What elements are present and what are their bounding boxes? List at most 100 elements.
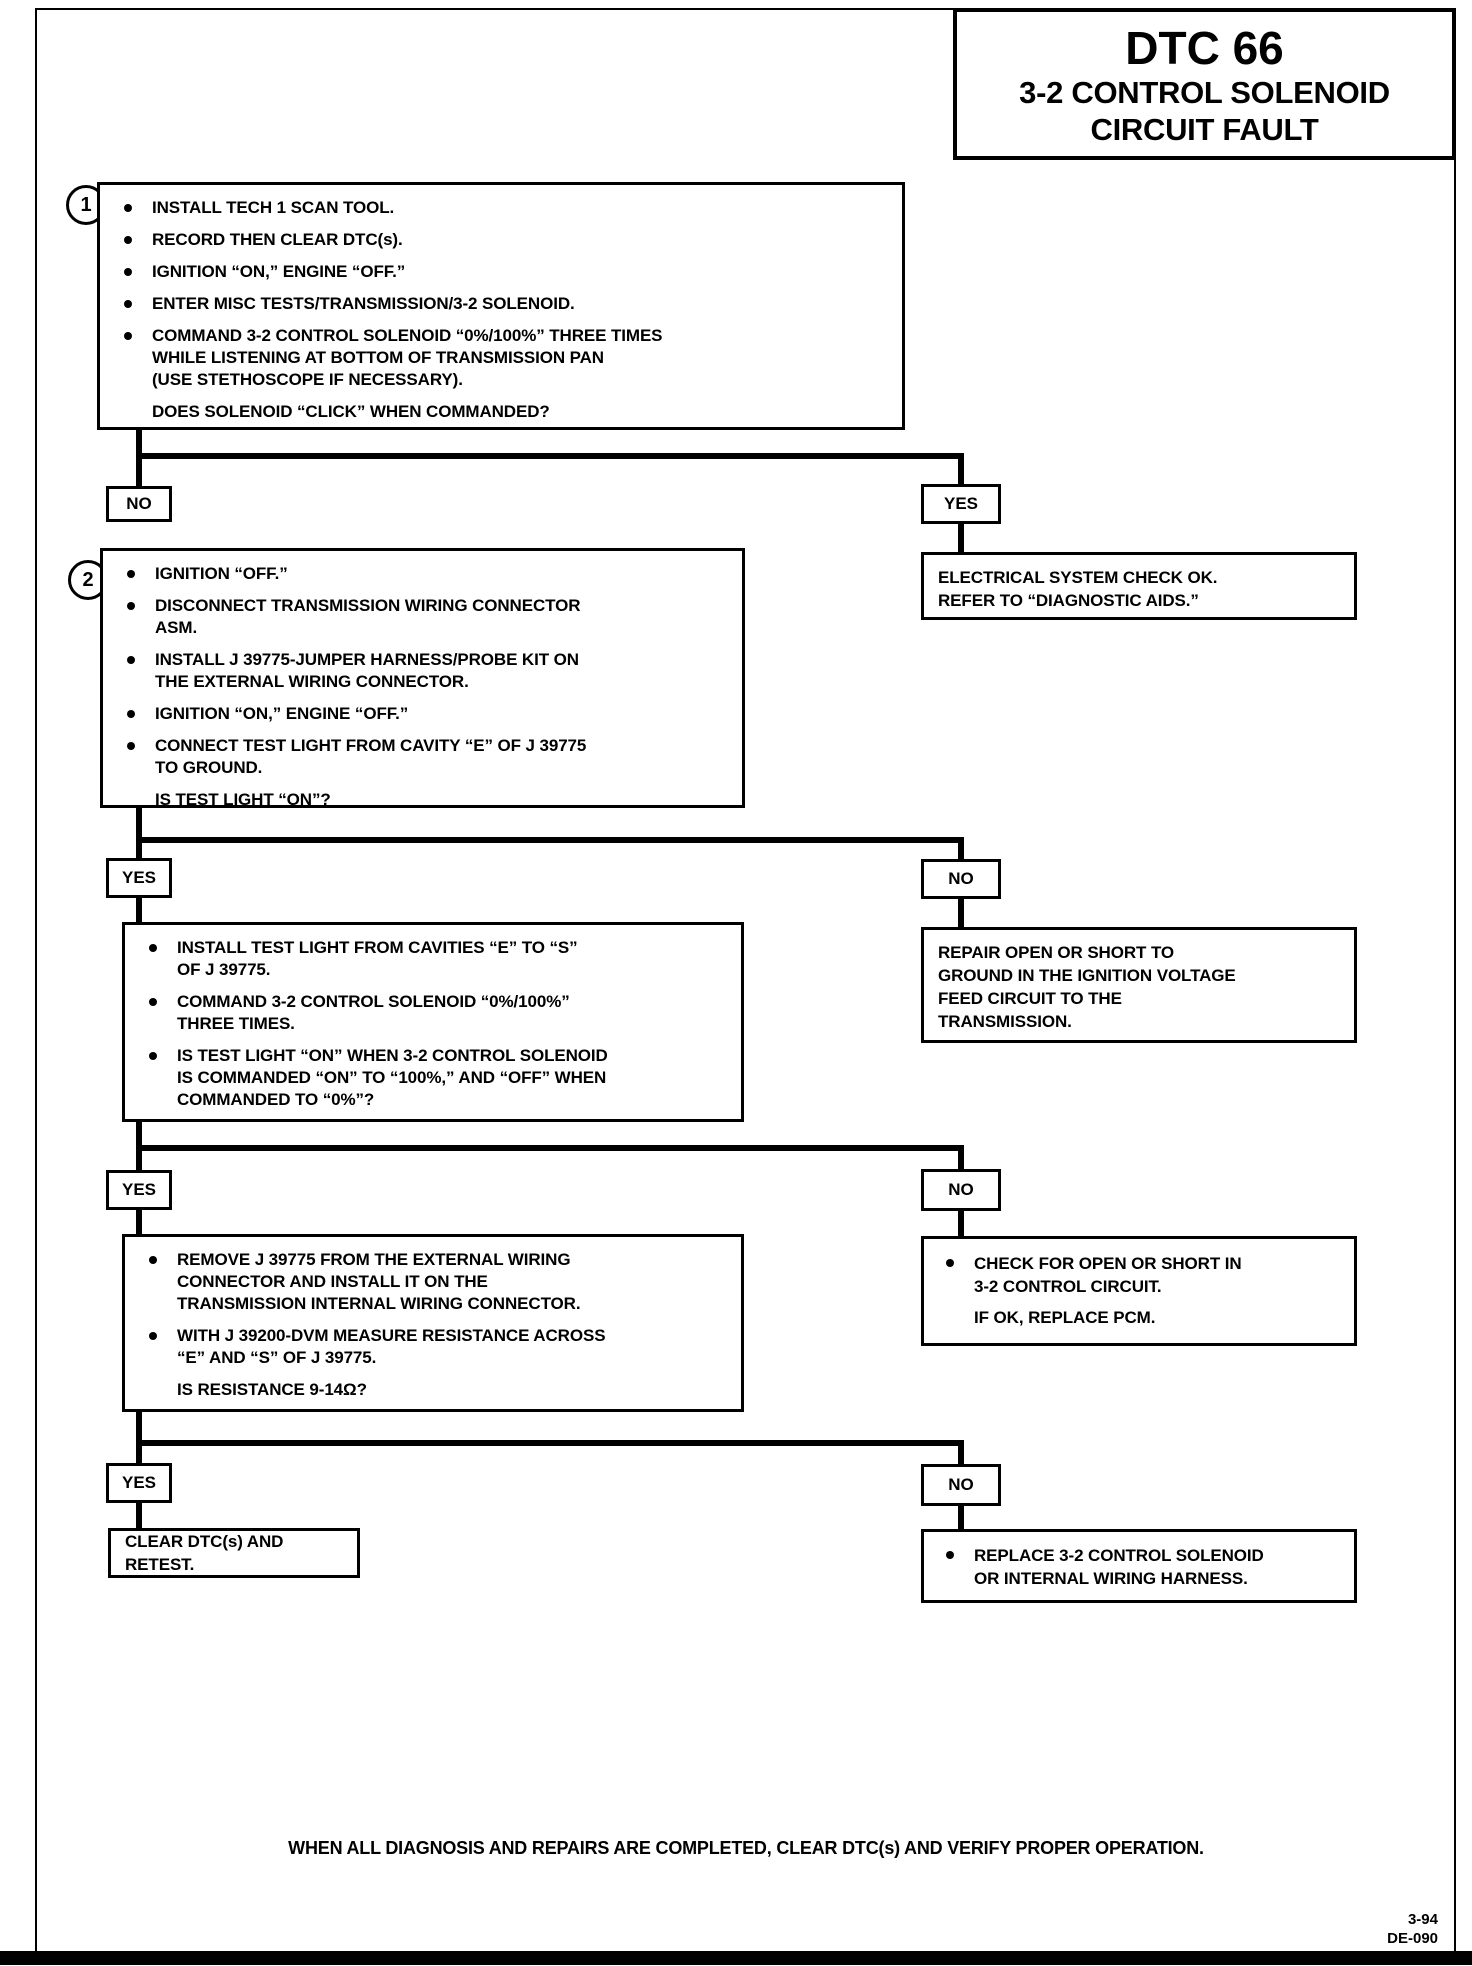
connector-line: [136, 1501, 142, 1530]
decision3-no-label: NO: [921, 1169, 1001, 1211]
list-item: IGNITION “OFF.”: [127, 563, 732, 585]
step3-bullet-1: INSTALL TEST LIGHT FROM CAVITIES “E” TO …: [177, 938, 578, 979]
connector-line: [958, 1504, 964, 1531]
step4-box: REMOVE J 39775 FROM THE EXTERNAL WIRING …: [122, 1234, 744, 1412]
bullet-icon: [149, 1325, 177, 1369]
page-number: 3-94: [1407, 1911, 1438, 1928]
decision1-no-text: NO: [126, 494, 152, 513]
step1-bullet-1: INSTALL TECH 1 SCAN TOOL.: [152, 198, 395, 217]
step4-bullet-2: WITH J 39200-DVM MEASURE RESISTANCE ACRO…: [177, 1326, 606, 1367]
bullet-icon: [127, 703, 155, 725]
connector-line: [958, 1145, 964, 1171]
connector-line: [136, 1145, 964, 1151]
decision4-yes-label: YES: [106, 1463, 172, 1503]
list-item: REPLACE 3-2 CONTROL SOLENOID OR INTERNAL…: [946, 1544, 1344, 1590]
decision4-no-text: NO: [948, 1475, 974, 1494]
step1-question: DOES SOLENOID “CLICK” WHEN COMMANDED?: [152, 402, 550, 421]
connector-line: [958, 1209, 964, 1238]
step2-bullet-4: IGNITION “ON,” ENGINE “OFF.”: [155, 704, 409, 723]
decision3-yes-label: YES: [106, 1170, 172, 1210]
bullet-icon: [149, 1045, 177, 1111]
connector-line: [958, 837, 964, 861]
connector-line: [136, 453, 964, 459]
step3-box: INSTALL TEST LIGHT FROM CAVITIES “E” TO …: [122, 922, 744, 1122]
list-item: IS TEST LIGHT “ON” WHEN 3-2 CONTROL SOLE…: [149, 1045, 731, 1111]
electrical-ok-text: ELECTRICAL SYSTEM CHECK OK. REFER TO “DI…: [938, 568, 1218, 610]
connector-line: [136, 1208, 142, 1236]
bullet-icon: [124, 293, 152, 315]
step2-bullet-2: DISCONNECT TRANSMISSION WIRING CONNECTOR…: [155, 596, 581, 637]
list-item: DISCONNECT TRANSMISSION WIRING CONNECTOR…: [127, 595, 732, 639]
list-item: IGNITION “ON,” ENGINE “OFF.”: [124, 261, 892, 283]
page-reference: 3-94 DE-090: [1298, 1910, 1438, 1948]
list-item: INSTALL TEST LIGHT FROM CAVITIES “E” TO …: [149, 937, 731, 981]
decision4-no-label: NO: [921, 1464, 1001, 1506]
decision2-yes-label: YES: [106, 858, 172, 898]
bullet-icon: [124, 197, 152, 219]
list-item: CHECK FOR OPEN OR SHORT IN 3-2 CONTROL C…: [946, 1252, 1344, 1298]
replace-solenoid-text: REPLACE 3-2 CONTROL SOLENOID OR INTERNAL…: [974, 1546, 1264, 1588]
list-item: ENTER MISC TESTS/TRANSMISSION/3-2 SOLENO…: [124, 293, 892, 315]
connector-line: [958, 522, 964, 554]
list-item: IGNITION “ON,” ENGINE “OFF.”: [127, 703, 732, 725]
decision1-no-label: NO: [106, 486, 172, 522]
electrical-ok-box: ELECTRICAL SYSTEM CHECK OK. REFER TO “DI…: [921, 552, 1357, 620]
list-item: RECORD THEN CLEAR DTC(s).: [124, 229, 892, 251]
bullet-icon: [124, 261, 152, 283]
bullet-icon: [124, 229, 152, 251]
step1-bullet-2: RECORD THEN CLEAR DTC(s).: [152, 230, 403, 249]
connector-line: [136, 837, 964, 843]
title-box: DTC 66 3-2 CONTROL SOLENOID CIRCUIT FAUL…: [953, 8, 1456, 160]
connector-line: [136, 1412, 142, 1463]
step4-question: IS RESISTANCE 9-14Ω?: [177, 1380, 367, 1399]
footer-note: WHEN ALL DIAGNOSIS AND REPAIRS ARE COMPL…: [288, 1838, 1204, 1858]
clear-retest-box: CLEAR DTC(s) AND RETEST.: [108, 1528, 360, 1578]
repair-feed-circuit-text: REPAIR OPEN OR SHORT TO GROUND IN THE IG…: [938, 943, 1236, 1031]
decision2-no-label: NO: [921, 859, 1001, 899]
step2-bullet-1: IGNITION “OFF.”: [155, 564, 288, 583]
decision3-yes-text: YES: [121, 1180, 157, 1199]
bullet-icon: [127, 595, 155, 639]
list-item: COMMAND 3-2 CONTROL SOLENOID “0%/100%” T…: [124, 325, 892, 391]
step2-box: IGNITION “OFF.” DISCONNECT TRANSMISSION …: [100, 548, 745, 809]
connector-line: [958, 897, 964, 929]
bullet-icon: [127, 735, 155, 779]
step1-bullet-3: IGNITION “ON,” ENGINE “OFF.”: [152, 262, 406, 281]
step2-question: IS TEST LIGHT “ON”?: [155, 790, 331, 809]
list-item: WITH J 39200-DVM MEASURE RESISTANCE ACRO…: [149, 1325, 731, 1369]
figure-code: DE-090: [1387, 1930, 1438, 1947]
bottom-scan-bar: [0, 1951, 1472, 1965]
check-control-circuit-text: CHECK FOR OPEN OR SHORT IN 3-2 CONTROL C…: [974, 1254, 1242, 1296]
replace-solenoid-box: REPLACE 3-2 CONTROL SOLENOID OR INTERNAL…: [921, 1529, 1357, 1603]
step2-bullet-5: CONNECT TEST LIGHT FROM CAVITY “E” OF J …: [155, 736, 587, 777]
step2-bullet-3: INSTALL J 39775-JUMPER HARNESS/PROBE KIT…: [155, 650, 579, 691]
step3-bullet-2: COMMAND 3-2 CONTROL SOLENOID “0%/100%” T…: [177, 992, 570, 1033]
clear-retest-text: CLEAR DTC(s) AND RETEST.: [125, 1532, 284, 1574]
list-item: COMMAND 3-2 CONTROL SOLENOID “0%/100%” T…: [149, 991, 731, 1035]
bullet-icon: [149, 937, 177, 981]
connector-line: [958, 1440, 964, 1466]
bullet-icon: [127, 649, 155, 693]
check-control-circuit-box: CHECK FOR OPEN OR SHORT IN 3-2 CONTROL C…: [921, 1236, 1357, 1346]
page-border: [35, 8, 1456, 1952]
check-replace-pcm-text: IF OK, REPLACE PCM.: [974, 1308, 1156, 1327]
step1-bullet-4: ENTER MISC TESTS/TRANSMISSION/3-2 SOLENO…: [152, 294, 575, 313]
step-number-2: 2: [82, 568, 94, 591]
list-item: CONNECT TEST LIGHT FROM CAVITY “E” OF J …: [127, 735, 732, 779]
title-subtitle-line1: 3-2 CONTROL SOLENOID: [1019, 75, 1390, 110]
decision4-yes-text: YES: [121, 1473, 157, 1492]
step-number-1: 1: [80, 193, 92, 216]
repair-feed-circuit-box: REPAIR OPEN OR SHORT TO GROUND IN THE IG…: [921, 927, 1357, 1043]
list-item: INSTALL J 39775-JUMPER HARNESS/PROBE KIT…: [127, 649, 732, 693]
step3-bullet-3: IS TEST LIGHT “ON” WHEN 3-2 CONTROL SOLE…: [177, 1046, 608, 1109]
bullet-icon: [946, 1252, 974, 1298]
decision1-yes-text: YES: [943, 494, 979, 513]
decision1-yes-label: YES: [921, 484, 1001, 524]
step1-box: INSTALL TECH 1 SCAN TOOL. RECORD THEN CL…: [97, 182, 905, 430]
connector-line: [136, 808, 142, 860]
decision2-yes-text: YES: [121, 868, 157, 887]
title-subtitle-line2: CIRCUIT FAULT: [1090, 112, 1319, 147]
dtc-code-title: DTC 66: [1125, 22, 1284, 74]
connector-line: [958, 453, 964, 486]
